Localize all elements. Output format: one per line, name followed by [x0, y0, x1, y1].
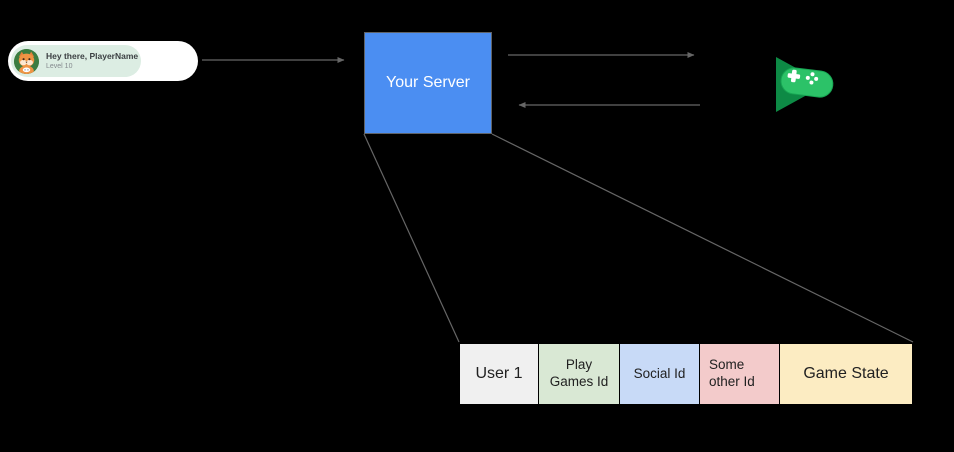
callout-line-left: [363, 133, 460, 343]
table-cell-some-other-id: Some other Id: [700, 344, 780, 404]
table-cell-play-games-id: Play Games Id: [539, 344, 620, 404]
google-play-games-logo-icon: [770, 50, 834, 114]
player-greeting-text: Hey there, PlayerName: [46, 50, 139, 61]
table-cell-user: User 1: [460, 344, 539, 404]
player-greeting-card-inner: Hey there, PlayerName Level 10: [11, 45, 141, 77]
player-level-text: Level 10: [46, 62, 73, 70]
table-cell-game-state: Game State: [780, 344, 912, 404]
player-greeting-card: Hey there, PlayerName Level 10: [8, 41, 198, 81]
player-avatar-icon: [14, 48, 39, 74]
callout-line-right: [491, 133, 914, 343]
your-server-box: Your Server: [364, 32, 492, 134]
table-cell-some-other-id-label: Some other Id: [709, 357, 755, 389]
your-server-label: Your Server: [386, 74, 470, 91]
table-cell-play-games-id-label: Play Games Id: [549, 357, 609, 389]
table-cell-social-id-label: Social Id: [633, 365, 686, 381]
user-data-table: User 1 Play Games Id Social Id Some othe…: [459, 343, 913, 405]
player-card-texts: Hey there, PlayerName Level 10: [46, 51, 138, 72]
table-cell-game-state-label: Game State: [803, 365, 889, 382]
table-cell-user-label: User 1: [475, 365, 523, 382]
table-cell-social-id: Social Id: [620, 344, 700, 404]
